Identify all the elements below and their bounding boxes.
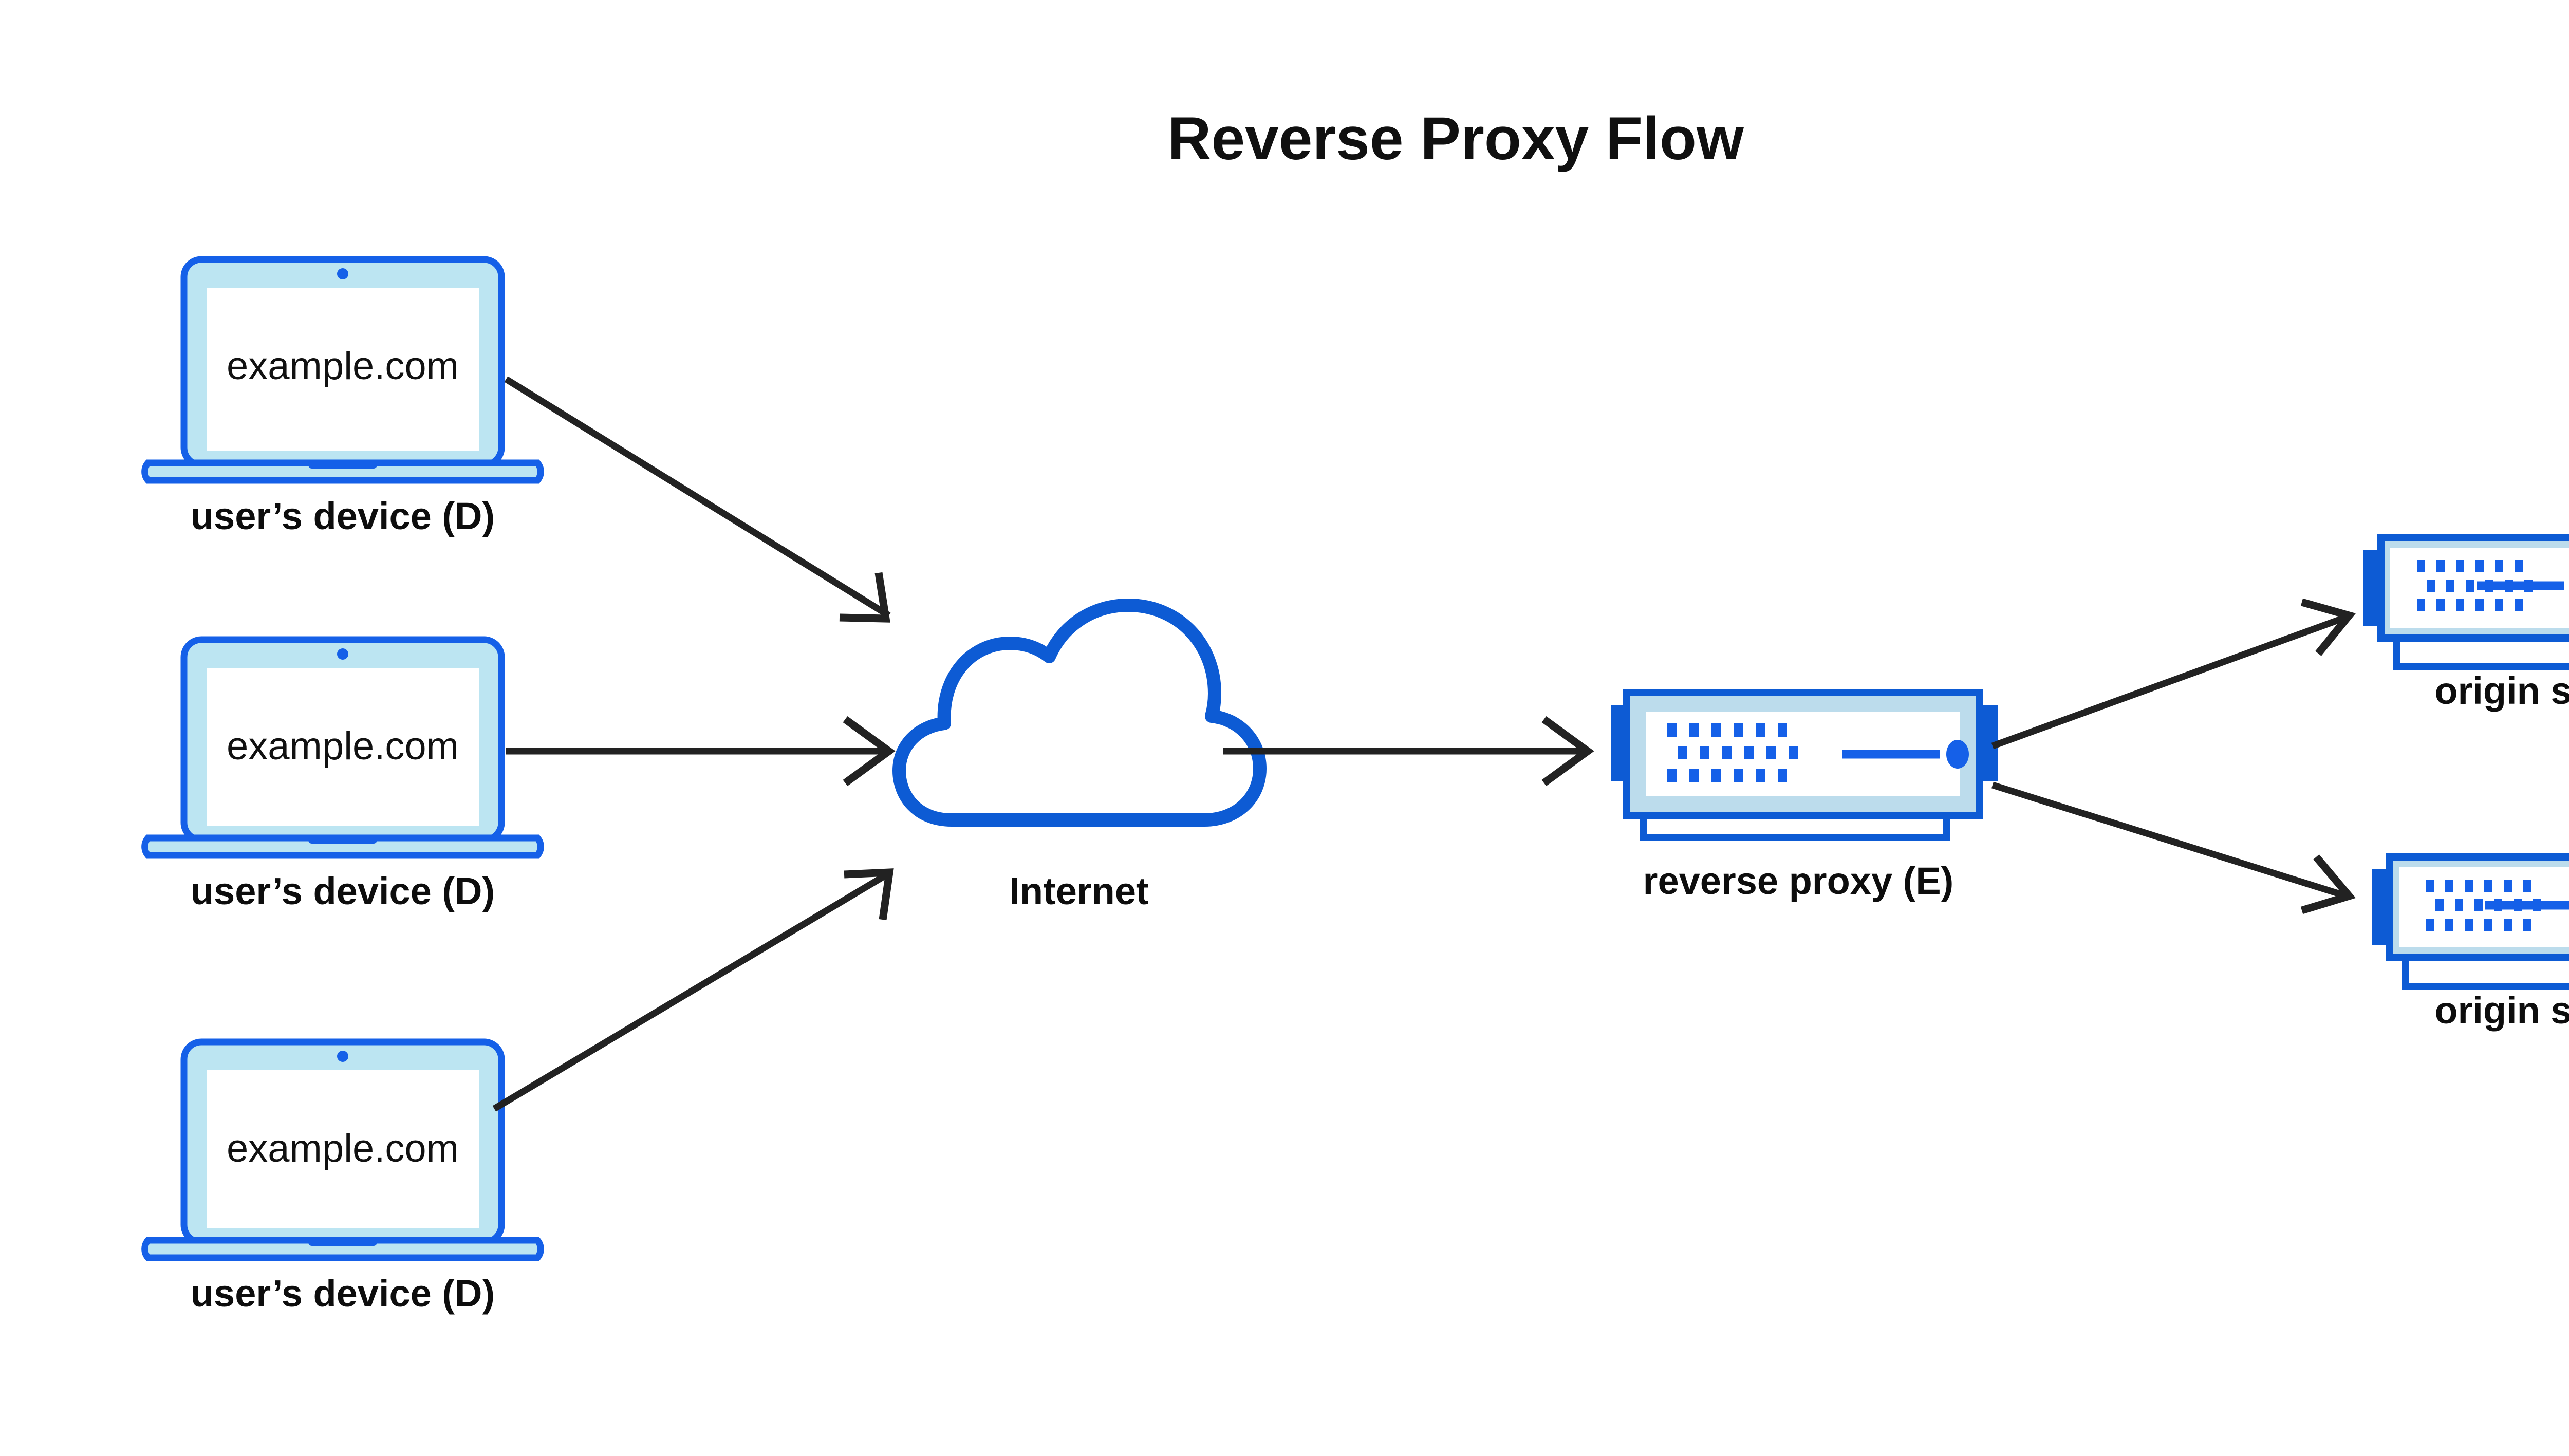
client-device-3-label: user’s device (D) xyxy=(191,1272,495,1315)
server-vent-grid-icon xyxy=(1667,723,1798,782)
laptop-screen-url: example.com xyxy=(227,724,459,768)
edge-client1-to-internet xyxy=(504,376,891,623)
origin-server-2-label: origin server (F) xyxy=(2434,989,2569,1032)
client-device-2-label: user’s device (D) xyxy=(191,870,495,912)
internet-cloud-label: Internet xyxy=(1009,870,1148,912)
edge-proxy-to-origin1 xyxy=(1991,598,2356,750)
webcam-icon xyxy=(337,268,348,279)
client-device-3[interactable]: example.com user’s device (D) xyxy=(141,1038,544,1315)
laptop-screen-url: example.com xyxy=(227,344,459,388)
origin-server-2[interactable]: origin server (F) xyxy=(2372,853,2569,1032)
client-device-2[interactable]: example.com user’s device (D) xyxy=(141,636,544,912)
server-stand xyxy=(2393,634,2569,670)
laptop-screen-url: example.com xyxy=(227,1127,459,1170)
internet-cloud[interactable]: Internet xyxy=(892,599,1267,912)
reverse-proxy-label: reverse proxy (E) xyxy=(1643,860,1954,902)
laptop-base xyxy=(141,459,544,484)
laptop-base xyxy=(141,834,544,859)
laptop-trackpad-notch xyxy=(308,836,377,844)
server-stand xyxy=(2402,954,2569,990)
origin-server-1-label: origin server (F) xyxy=(2434,669,2569,712)
edge-proxy-to-origin2 xyxy=(1991,781,2356,914)
cloud-icon xyxy=(892,599,1267,827)
client-device-1[interactable]: example.com user’s device (D) xyxy=(141,256,544,537)
page-title: Reverse Proxy Flow xyxy=(1167,105,1744,173)
edge-internet-to-proxy xyxy=(1223,716,1594,787)
laptop-trackpad-notch xyxy=(308,1238,377,1246)
webcam-icon xyxy=(337,648,348,660)
origin-server-1[interactable]: origin server (F) xyxy=(2363,534,2569,712)
laptop-screen xyxy=(207,668,479,826)
reverse-proxy-node[interactable]: reverse proxy (E) xyxy=(1611,689,1998,902)
client-device-1-label: user’s device (D) xyxy=(191,495,495,537)
laptop-trackpad-notch xyxy=(308,461,377,469)
laptop-screen xyxy=(207,288,479,451)
laptop-screen xyxy=(207,1070,479,1228)
edge-client3-to-internet xyxy=(492,868,894,1112)
server-power-indicator-icon xyxy=(1946,740,1969,769)
edge-client2-to-internet xyxy=(506,716,896,787)
webcam-icon xyxy=(337,1051,348,1062)
laptop-base xyxy=(141,1237,544,1261)
